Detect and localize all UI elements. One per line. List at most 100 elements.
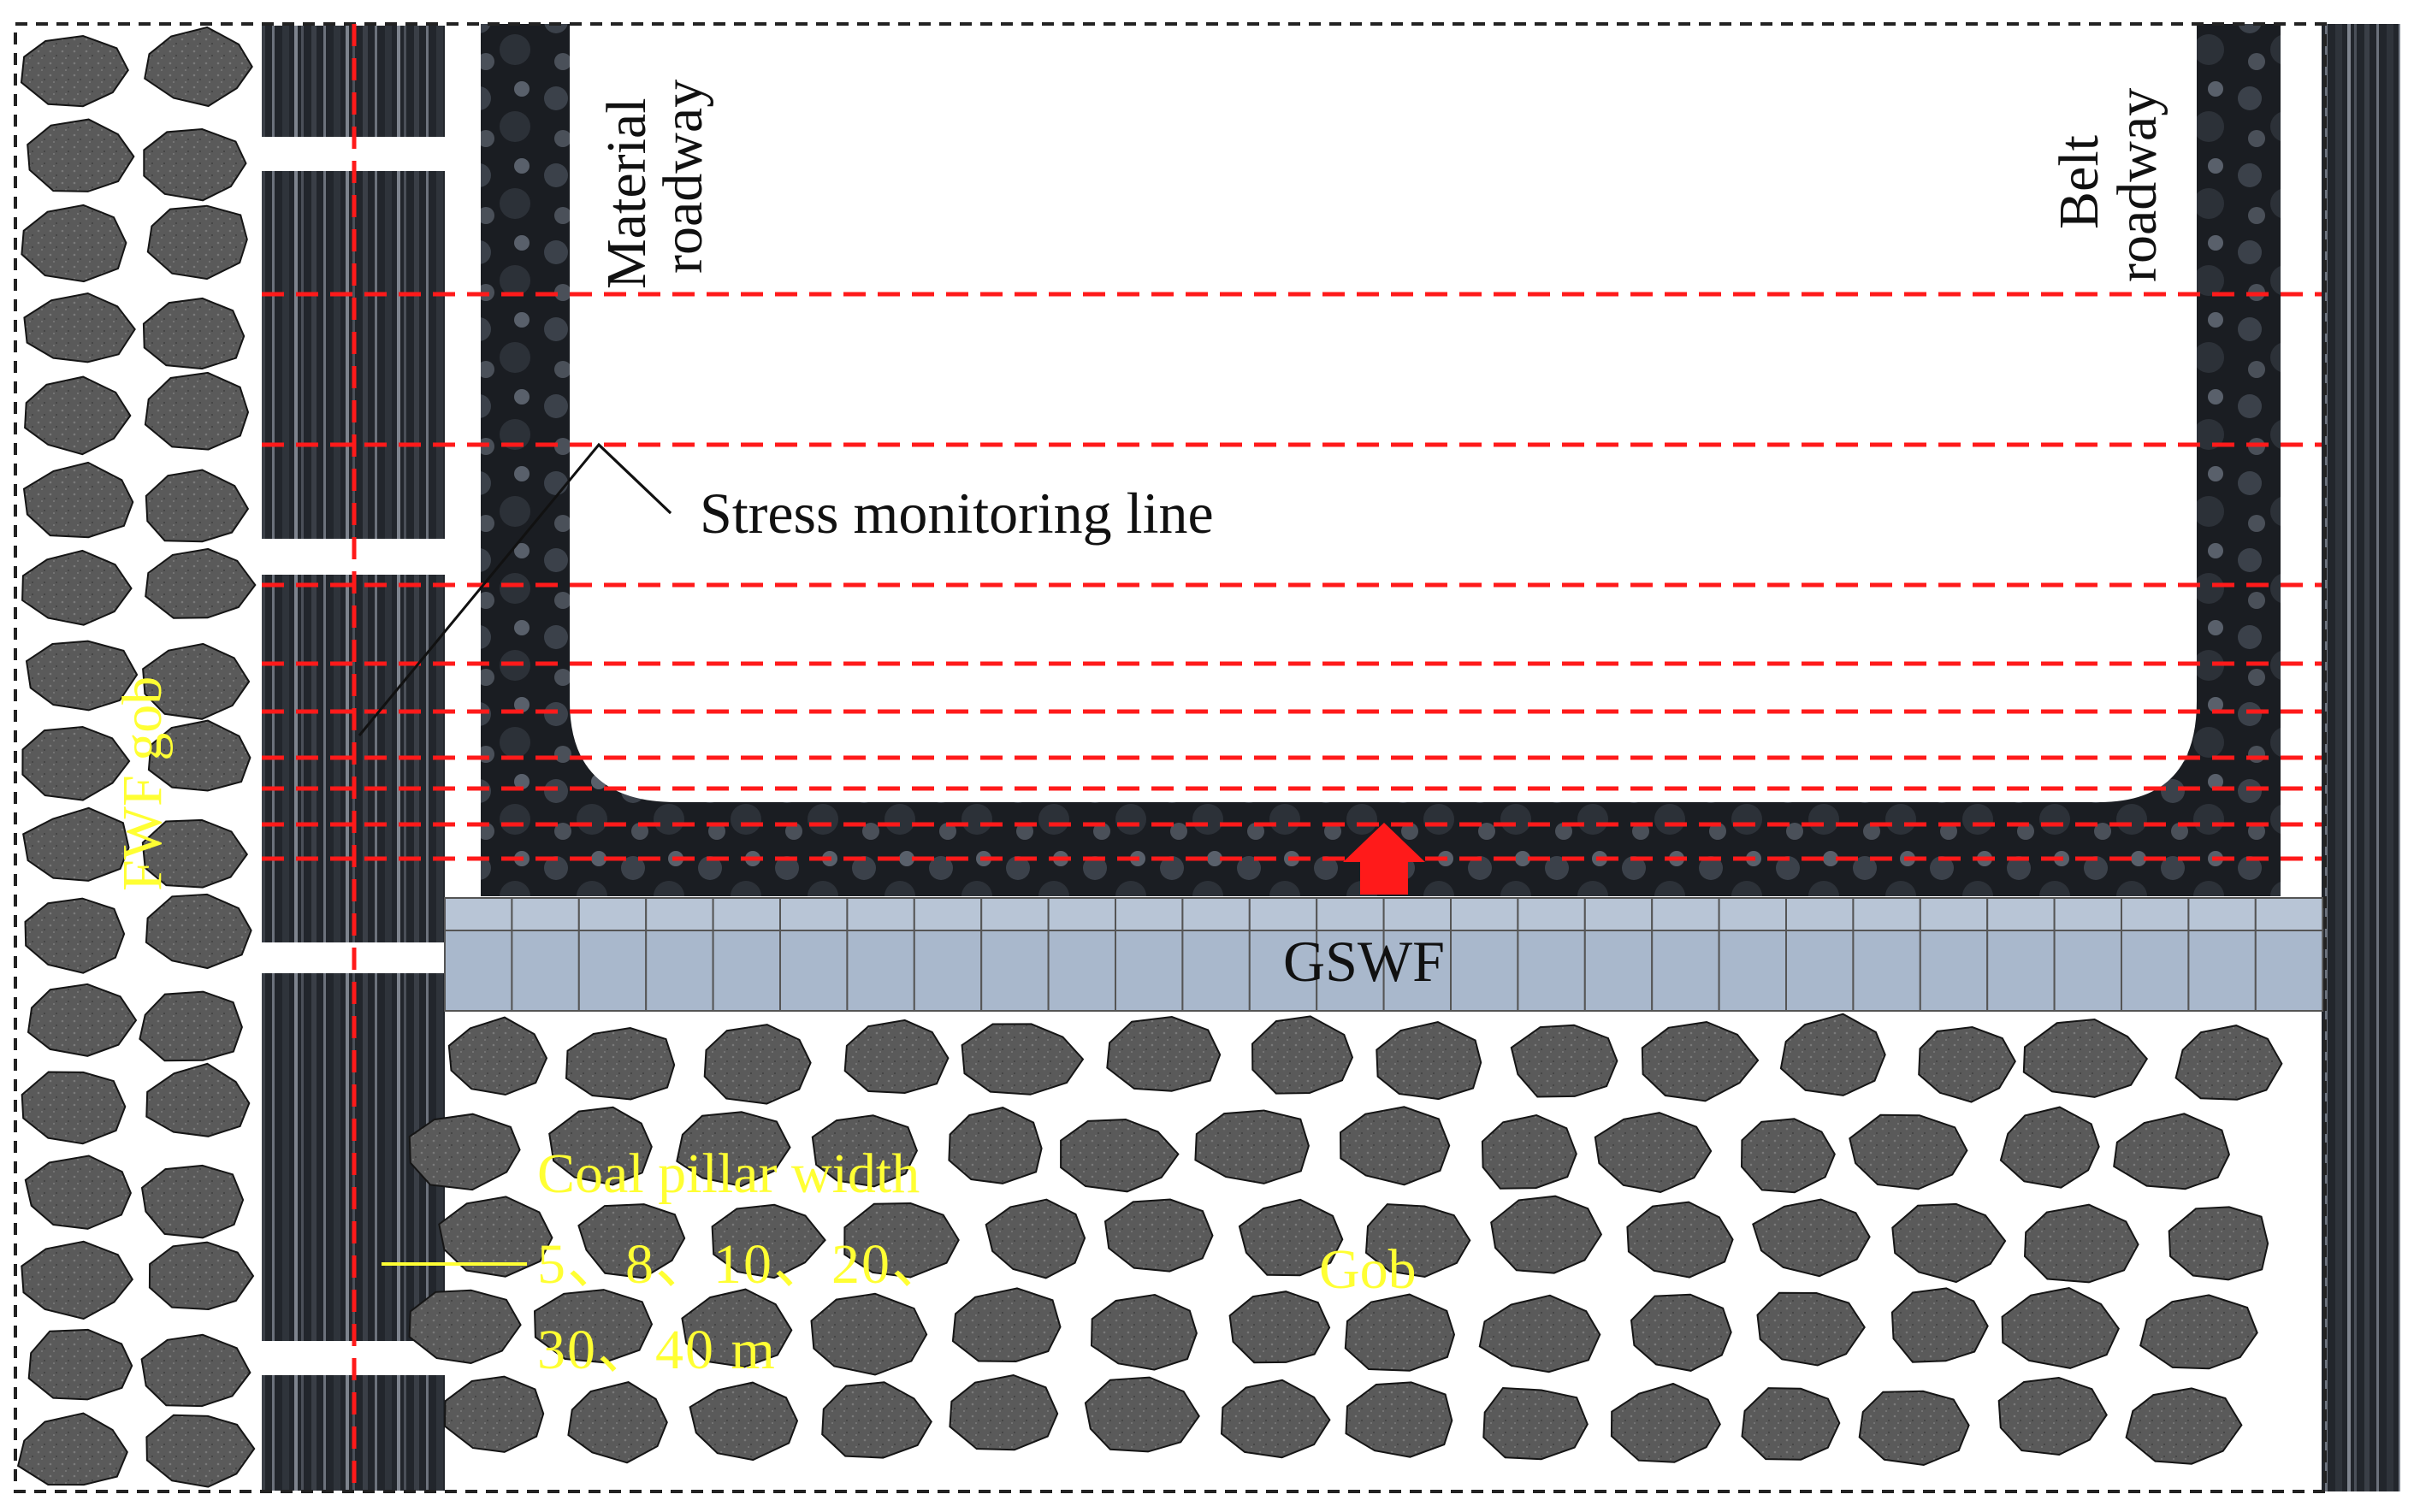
rock [1060,1118,1180,1193]
rock [1194,1109,1310,1184]
rock [2125,1387,2243,1465]
rock [1610,1382,1721,1463]
rock [144,371,250,451]
rock [1999,1106,2100,1189]
rock [1251,1015,1354,1095]
rock [1481,1113,1577,1190]
right-boundary-coal-strip [2322,24,2400,1491]
rock [703,1024,812,1105]
gswf-cell [444,930,513,1012]
rock [711,1203,826,1279]
rock [24,1155,132,1230]
rock [27,118,135,192]
gswf-cell [2254,930,2324,1012]
rock [2022,1018,2149,1098]
rock [443,1375,545,1453]
rock [141,818,249,889]
leader-line-upper [597,443,672,515]
rock [676,1111,791,1188]
gswf-cell [712,930,781,1012]
rock [1339,1106,1451,1186]
gswf-cell [511,930,580,1012]
rock [2139,1294,2258,1370]
fwf-gob-rock-pile [16,26,257,1488]
rock [2174,1025,2283,1101]
rock [821,1381,933,1459]
gswf-cell-top [1986,897,2056,931]
rock [144,26,253,108]
rock [140,1164,245,1239]
rock [681,1288,793,1368]
rock [1594,1112,1713,1194]
rock [438,1196,553,1278]
rock [24,375,132,456]
rock [1626,1201,1734,1279]
coal-pillar-width-title: Coal pillar width [537,1143,920,1205]
rock [810,1292,928,1376]
rock [145,1062,251,1137]
rock [145,893,252,970]
gswf-cell [1718,930,1787,1012]
rock [1849,1113,1968,1190]
rock [21,1071,127,1145]
rock [20,34,129,108]
coal-pillar-width-values: 5、8、10、20、 [537,1233,950,1296]
rock [843,1019,950,1095]
rock [1740,1118,1836,1194]
rock [1345,1381,1453,1458]
rock [961,1023,1085,1096]
rock [1756,1291,1866,1367]
gswf-cell [645,930,714,1012]
gswf-cell [2187,930,2257,1012]
rock [1641,1020,1760,1102]
rock [145,469,250,543]
rock [533,1289,654,1364]
gswf-cell-top [1852,897,1921,931]
gswf-cell [1450,930,1519,1012]
red-up-arrow-icon [1343,823,1425,895]
rock [1106,1015,1222,1092]
gswf-cell-top [779,897,849,931]
rock [16,1412,128,1486]
rock [948,1107,1043,1184]
rock [145,547,257,619]
gswf-cell-top [1316,897,1385,931]
rock [1918,1025,2016,1103]
rock [21,204,127,283]
rock [689,1381,799,1462]
rock [21,549,133,626]
rock [843,1202,960,1279]
rock [1997,1376,2108,1456]
rock [27,1328,133,1401]
rock [2168,1206,2269,1281]
rock [1364,1203,1471,1279]
rock [2023,1203,2139,1284]
gswf-cell [1583,930,1654,1012]
rock [22,461,134,539]
rock [408,1289,522,1365]
rock [27,983,138,1057]
rock [145,1414,256,1488]
gswf-cell [1517,930,1586,1012]
gswf-cell [1852,930,1921,1012]
rock [565,1026,676,1101]
gswf-cell [1986,930,2056,1012]
gswf-cell-top [1651,897,1720,931]
gswf-cell [2053,930,2123,1012]
rock [1741,1387,1841,1461]
gswf-label: GSWF [1283,929,1445,994]
rock [24,897,126,974]
coal-pillar-width-values-2: 30、40 m [537,1319,777,1381]
rock [1490,1195,1603,1274]
rock [1510,1024,1618,1098]
rock [1890,1287,1989,1363]
rock [447,1016,548,1096]
gswf-cell [2121,930,2190,1012]
stress-monitoring-lines [262,292,2322,861]
rock [22,806,130,882]
rock [21,1240,134,1320]
frame-border [14,22,2327,1493]
rock [1478,1294,1601,1373]
gswf-cell [1115,930,1184,1012]
